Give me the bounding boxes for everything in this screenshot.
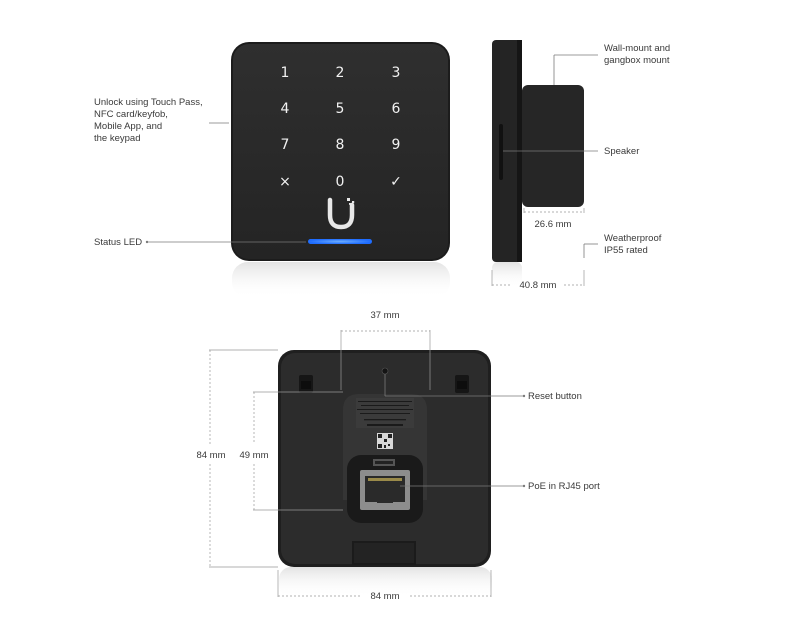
regulatory-text (357, 401, 413, 426)
back-view (278, 350, 492, 597)
keypad-key[interactable]: ✓ (390, 174, 402, 190)
keypad-key[interactable]: 4 (281, 101, 290, 117)
unlock-label-line-3: Mobile App, and (94, 121, 162, 132)
height-outer-label: 84 mm (196, 450, 225, 461)
front-panel (233, 44, 448, 259)
side-reflection (492, 262, 522, 288)
side-mount-body (522, 85, 584, 207)
back-reflection (279, 567, 492, 597)
weather-label-line-1: Weatherproof (604, 233, 662, 244)
keypad-key[interactable]: × (279, 174, 291, 190)
depth-total-label: 40.8 mm (520, 280, 557, 291)
side-view (492, 40, 584, 288)
front-view: 1 2 3 4 5 6 7 8 9 × 0 ✓ (231, 42, 450, 298)
unlock-label-line-4: the keypad (94, 133, 140, 144)
front-reflection (232, 262, 450, 298)
wall-mount-label-line-1: Wall-mount and (604, 43, 670, 54)
height-inner-label: 49 mm (239, 450, 268, 461)
status-led (308, 239, 372, 244)
keypad-key[interactable]: 3 (392, 65, 401, 81)
speaker-grille (499, 124, 503, 180)
keypad-key[interactable]: 0 (336, 174, 345, 190)
reset-button[interactable] (381, 367, 389, 375)
qr-code-icon (377, 433, 393, 449)
back-dimensions: 37 mm 84 mm 49 mm 84 mm (196, 310, 492, 602)
status-led-callout: Status LED (94, 237, 306, 248)
status-led-label: Status LED (94, 237, 142, 248)
wall-mount-label-line-2: gangbox mount (604, 55, 670, 66)
keypad-key[interactable]: 7 (281, 137, 290, 153)
back-callouts: Reset button PoE in RJ45 port (384, 374, 600, 492)
speaker-label: Speaker (604, 146, 639, 157)
depth-mount-label: 26.6 mm (535, 219, 572, 230)
weather-label-line-2: IP55 rated (604, 245, 648, 256)
keypad-key[interactable]: 8 (336, 137, 345, 153)
width-bottom-label: 84 mm (370, 591, 399, 602)
keypad-key[interactable]: 1 (281, 65, 290, 81)
poe-port-label: PoE in RJ45 port (528, 481, 600, 492)
side-callouts: Wall-mount and gangbox mount Speaker 26.… (491, 43, 670, 291)
keypad-key[interactable]: 2 (336, 65, 345, 81)
keypad: 1 2 3 4 5 6 7 8 9 × 0 ✓ (279, 65, 402, 190)
unlock-callout: Unlock using Touch Pass, NFC card/keyfob… (94, 97, 229, 144)
keypad-key[interactable]: 9 (392, 137, 401, 153)
unlock-label-line-2: NFC card/keyfob, (94, 109, 168, 120)
unlock-label-line-1: Unlock using Touch Pass, (94, 97, 203, 108)
width-top-label: 37 mm (370, 310, 399, 321)
ubiquiti-logo-icon (327, 197, 355, 230)
keypad-key[interactable]: 5 (336, 101, 345, 117)
keypad-key[interactable]: 6 (392, 101, 401, 117)
reset-button-label: Reset button (528, 391, 582, 402)
